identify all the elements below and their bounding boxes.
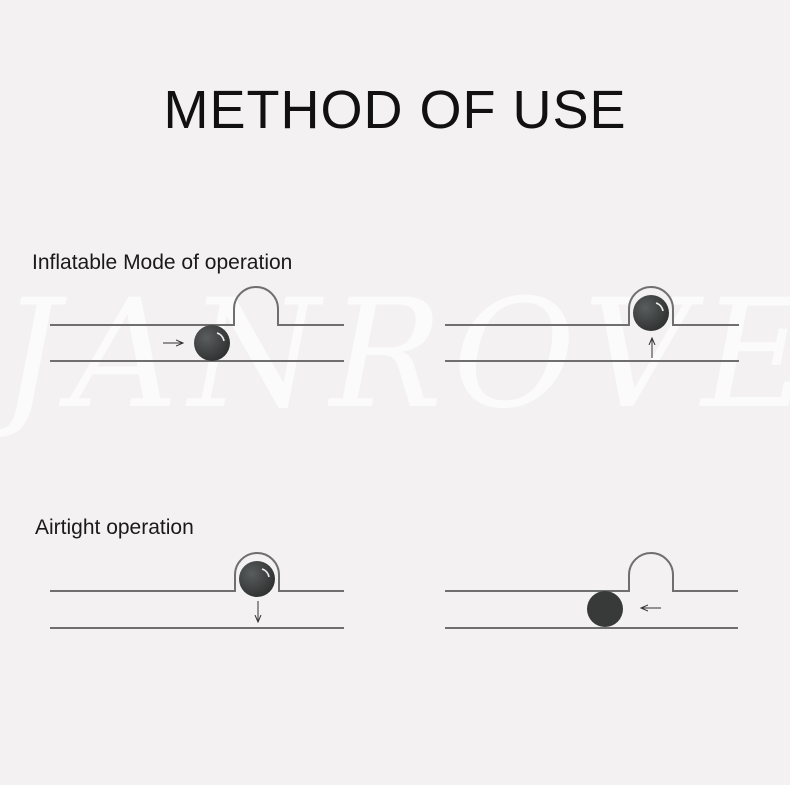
tube-top-line xyxy=(50,286,344,326)
tube-top-line xyxy=(50,552,344,592)
ball-valve-icon xyxy=(194,325,230,361)
ball-valve-icon xyxy=(239,561,275,597)
diagram-inflatable-step-2 xyxy=(445,286,739,362)
tube-top-line xyxy=(445,552,738,592)
section-label-inflatable: Inflatable Mode of operation xyxy=(32,251,293,274)
diagram-airtight-step-1 xyxy=(50,552,344,629)
ball-valve-icon xyxy=(633,295,669,331)
page-title: METHOD OF USE xyxy=(163,80,627,140)
diagram-airtight-step-2 xyxy=(445,552,738,629)
ball-valve-icon xyxy=(587,591,623,627)
section-label-airtight: Airtight operation xyxy=(35,516,194,539)
tube-top-line xyxy=(445,286,739,326)
diagram-inflatable-step-1 xyxy=(50,286,344,362)
